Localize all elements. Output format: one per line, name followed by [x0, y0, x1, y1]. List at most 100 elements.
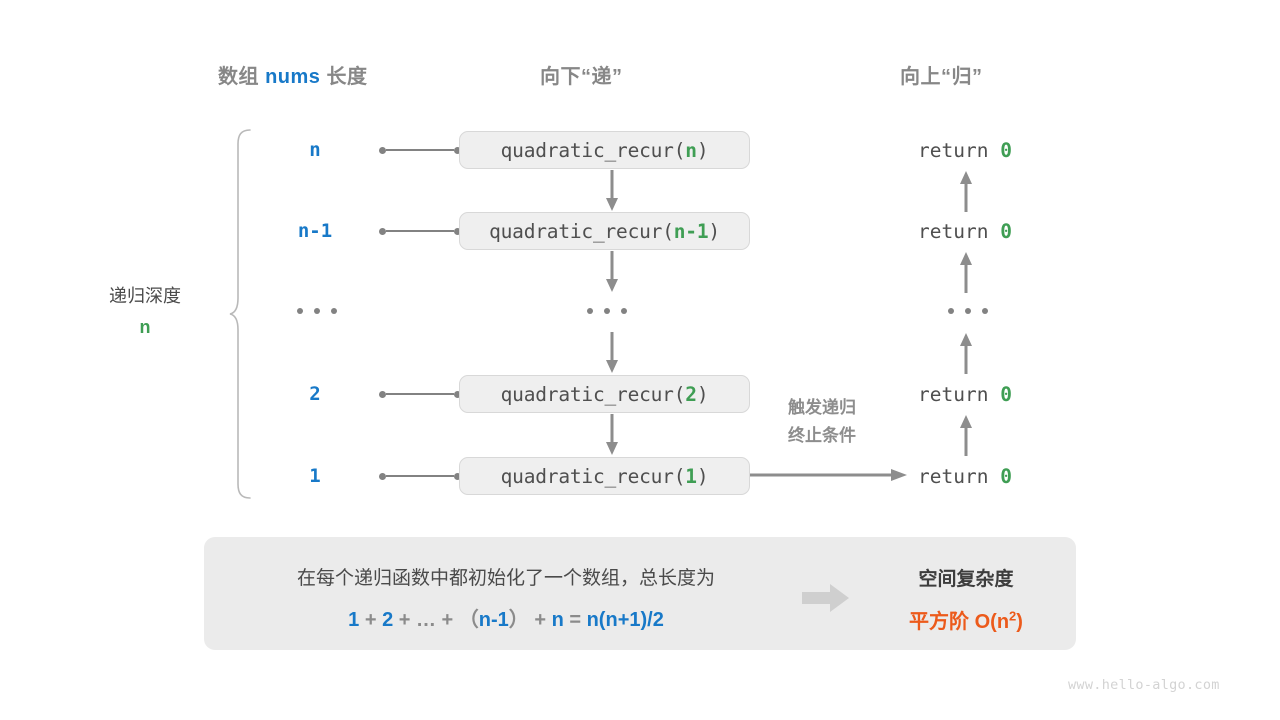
formula-term-4: n-1: [478, 609, 509, 631]
formula-term-5: n: [551, 609, 564, 631]
formula-term-6: n(n+1)/2: [586, 609, 664, 631]
call-box-suffix: ): [696, 464, 709, 488]
connector-dot-left: [379, 146, 386, 154]
depth-number-row-2: n-1: [297, 220, 333, 242]
result-arrow-icon: [802, 583, 850, 618]
connector-dot-left: [379, 227, 386, 235]
call-box-row-5[interactable]: quadratic_recur(1): [459, 457, 750, 495]
dot: [982, 308, 988, 314]
connector-row-5: [379, 471, 461, 481]
connector-row-2: [379, 226, 461, 236]
formula-op-2: +: [393, 609, 416, 631]
header-array-code: nums: [265, 66, 321, 88]
call-box-prefix: quadratic_recur(: [500, 464, 686, 488]
call-box-prefix: quadratic_recur(: [500, 138, 686, 162]
return-value: 0: [1000, 139, 1012, 162]
termination-note-line-1: 触发递归: [788, 398, 856, 417]
result-title: 空间复杂度: [918, 569, 1014, 590]
connector-dot-right: [454, 390, 461, 398]
return-row-2: return 0: [880, 220, 1050, 243]
recursion-depth-value: n: [139, 317, 151, 337]
return-row-5: return 0: [880, 465, 1050, 488]
formula-term-1: 1: [348, 609, 360, 631]
call-box-row-1[interactable]: quadratic_recur(n): [459, 131, 750, 169]
call-box-row-4[interactable]: quadratic_recur(2): [459, 375, 750, 413]
depth-number-row-1: n: [309, 139, 321, 161]
depth-brace: [228, 128, 254, 500]
return-row-1: return 0: [880, 139, 1050, 162]
result-value: 平方阶 O(n2): [866, 605, 1066, 634]
connector-bar: [386, 474, 454, 478]
connector-dot-right: [454, 472, 461, 480]
return-keyword: return: [918, 383, 1001, 406]
dot: [314, 308, 320, 314]
connector-bar: [386, 392, 454, 396]
recursion-depth-label: 递归深度: [109, 286, 181, 306]
ascend-arrow-3: [958, 332, 974, 374]
call-box-prefix: quadratic_recur(: [489, 219, 674, 243]
header-descend: 向下“递”: [540, 66, 623, 88]
header-array-prefix: 数组: [218, 66, 266, 88]
depth-number-row-3-ellipsis: [297, 308, 337, 314]
header-array-suffix: 长度: [320, 66, 368, 88]
connector-bar: [386, 148, 454, 152]
connector-row-1: [379, 145, 461, 155]
return-value: 0: [1000, 465, 1012, 488]
call-box-suffix: ): [696, 382, 709, 406]
formula-term-3: …: [415, 609, 436, 631]
connector-dot-right: [454, 227, 461, 235]
return-value: 0: [1000, 220, 1012, 243]
return-row-3-ellipsis: [948, 308, 988, 314]
call-box-arg: 2: [685, 382, 697, 406]
call-box-arg: n: [685, 138, 697, 162]
result-value-suffix: ): [1016, 611, 1023, 633]
connector-dot-left: [379, 390, 386, 398]
base-case-arrow: [750, 466, 908, 484]
summary-panel: [204, 537, 1076, 650]
descend-arrow-4: [604, 414, 620, 456]
call-box-suffix: ): [696, 138, 709, 162]
connector-dot-right: [454, 146, 461, 154]
call-box-prefix: quadratic_recur(: [500, 382, 686, 406]
dot: [331, 308, 337, 314]
ascend-arrow-1: [958, 170, 974, 212]
termination-note-line-2: 终止条件: [788, 426, 856, 446]
formula-op-1: +: [359, 609, 383, 631]
connector-dot-left: [379, 472, 386, 480]
summary-text: 在每个递归函数中都初始化了一个数组，总长度为: [296, 568, 715, 589]
dot: [297, 308, 303, 314]
recursion-depth-annotation: 递归深度 n: [75, 282, 215, 338]
return-row-4: return 0: [880, 383, 1050, 406]
formula-op-5: =: [563, 609, 587, 631]
header-ascend: 向上“归”: [900, 66, 983, 88]
result-value-exponent: 2: [1009, 608, 1017, 624]
connector-row-4: [379, 389, 461, 399]
return-value: 0: [1000, 383, 1012, 406]
depth-number-row-4: 2: [309, 383, 321, 405]
call-box-arg: 1: [685, 464, 697, 488]
descend-arrow-3: [604, 332, 620, 374]
ascend-arrow-2: [958, 251, 974, 293]
dot: [587, 308, 593, 314]
dot: [621, 308, 627, 314]
return-keyword: return: [918, 465, 1001, 488]
depth-number-row-5: 1: [309, 465, 321, 487]
call-box-arg: n-1: [673, 219, 709, 243]
return-keyword: return: [918, 139, 1001, 162]
ascend-arrow-4: [958, 414, 974, 456]
return-keyword: return: [918, 220, 1001, 243]
termination-note: 触发递归 终止条件: [760, 394, 884, 450]
descend-arrow-1: [604, 170, 620, 212]
connector-bar: [386, 229, 454, 233]
descend-arrow-2: [604, 251, 620, 293]
watermark: www.hello-algo.com: [1068, 677, 1220, 693]
header-array-length: 数组 nums 长度: [218, 60, 367, 89]
call-box-row-3-ellipsis: [587, 308, 627, 314]
call-box-suffix: ): [708, 219, 720, 243]
dot: [604, 308, 610, 314]
formula-op-3: + （: [435, 609, 479, 631]
result-value-prefix: 平方阶 O(n: [909, 611, 1010, 633]
formula-op-4: ） +: [508, 609, 552, 631]
call-box-row-2[interactable]: quadratic_recur(n-1): [459, 212, 750, 250]
